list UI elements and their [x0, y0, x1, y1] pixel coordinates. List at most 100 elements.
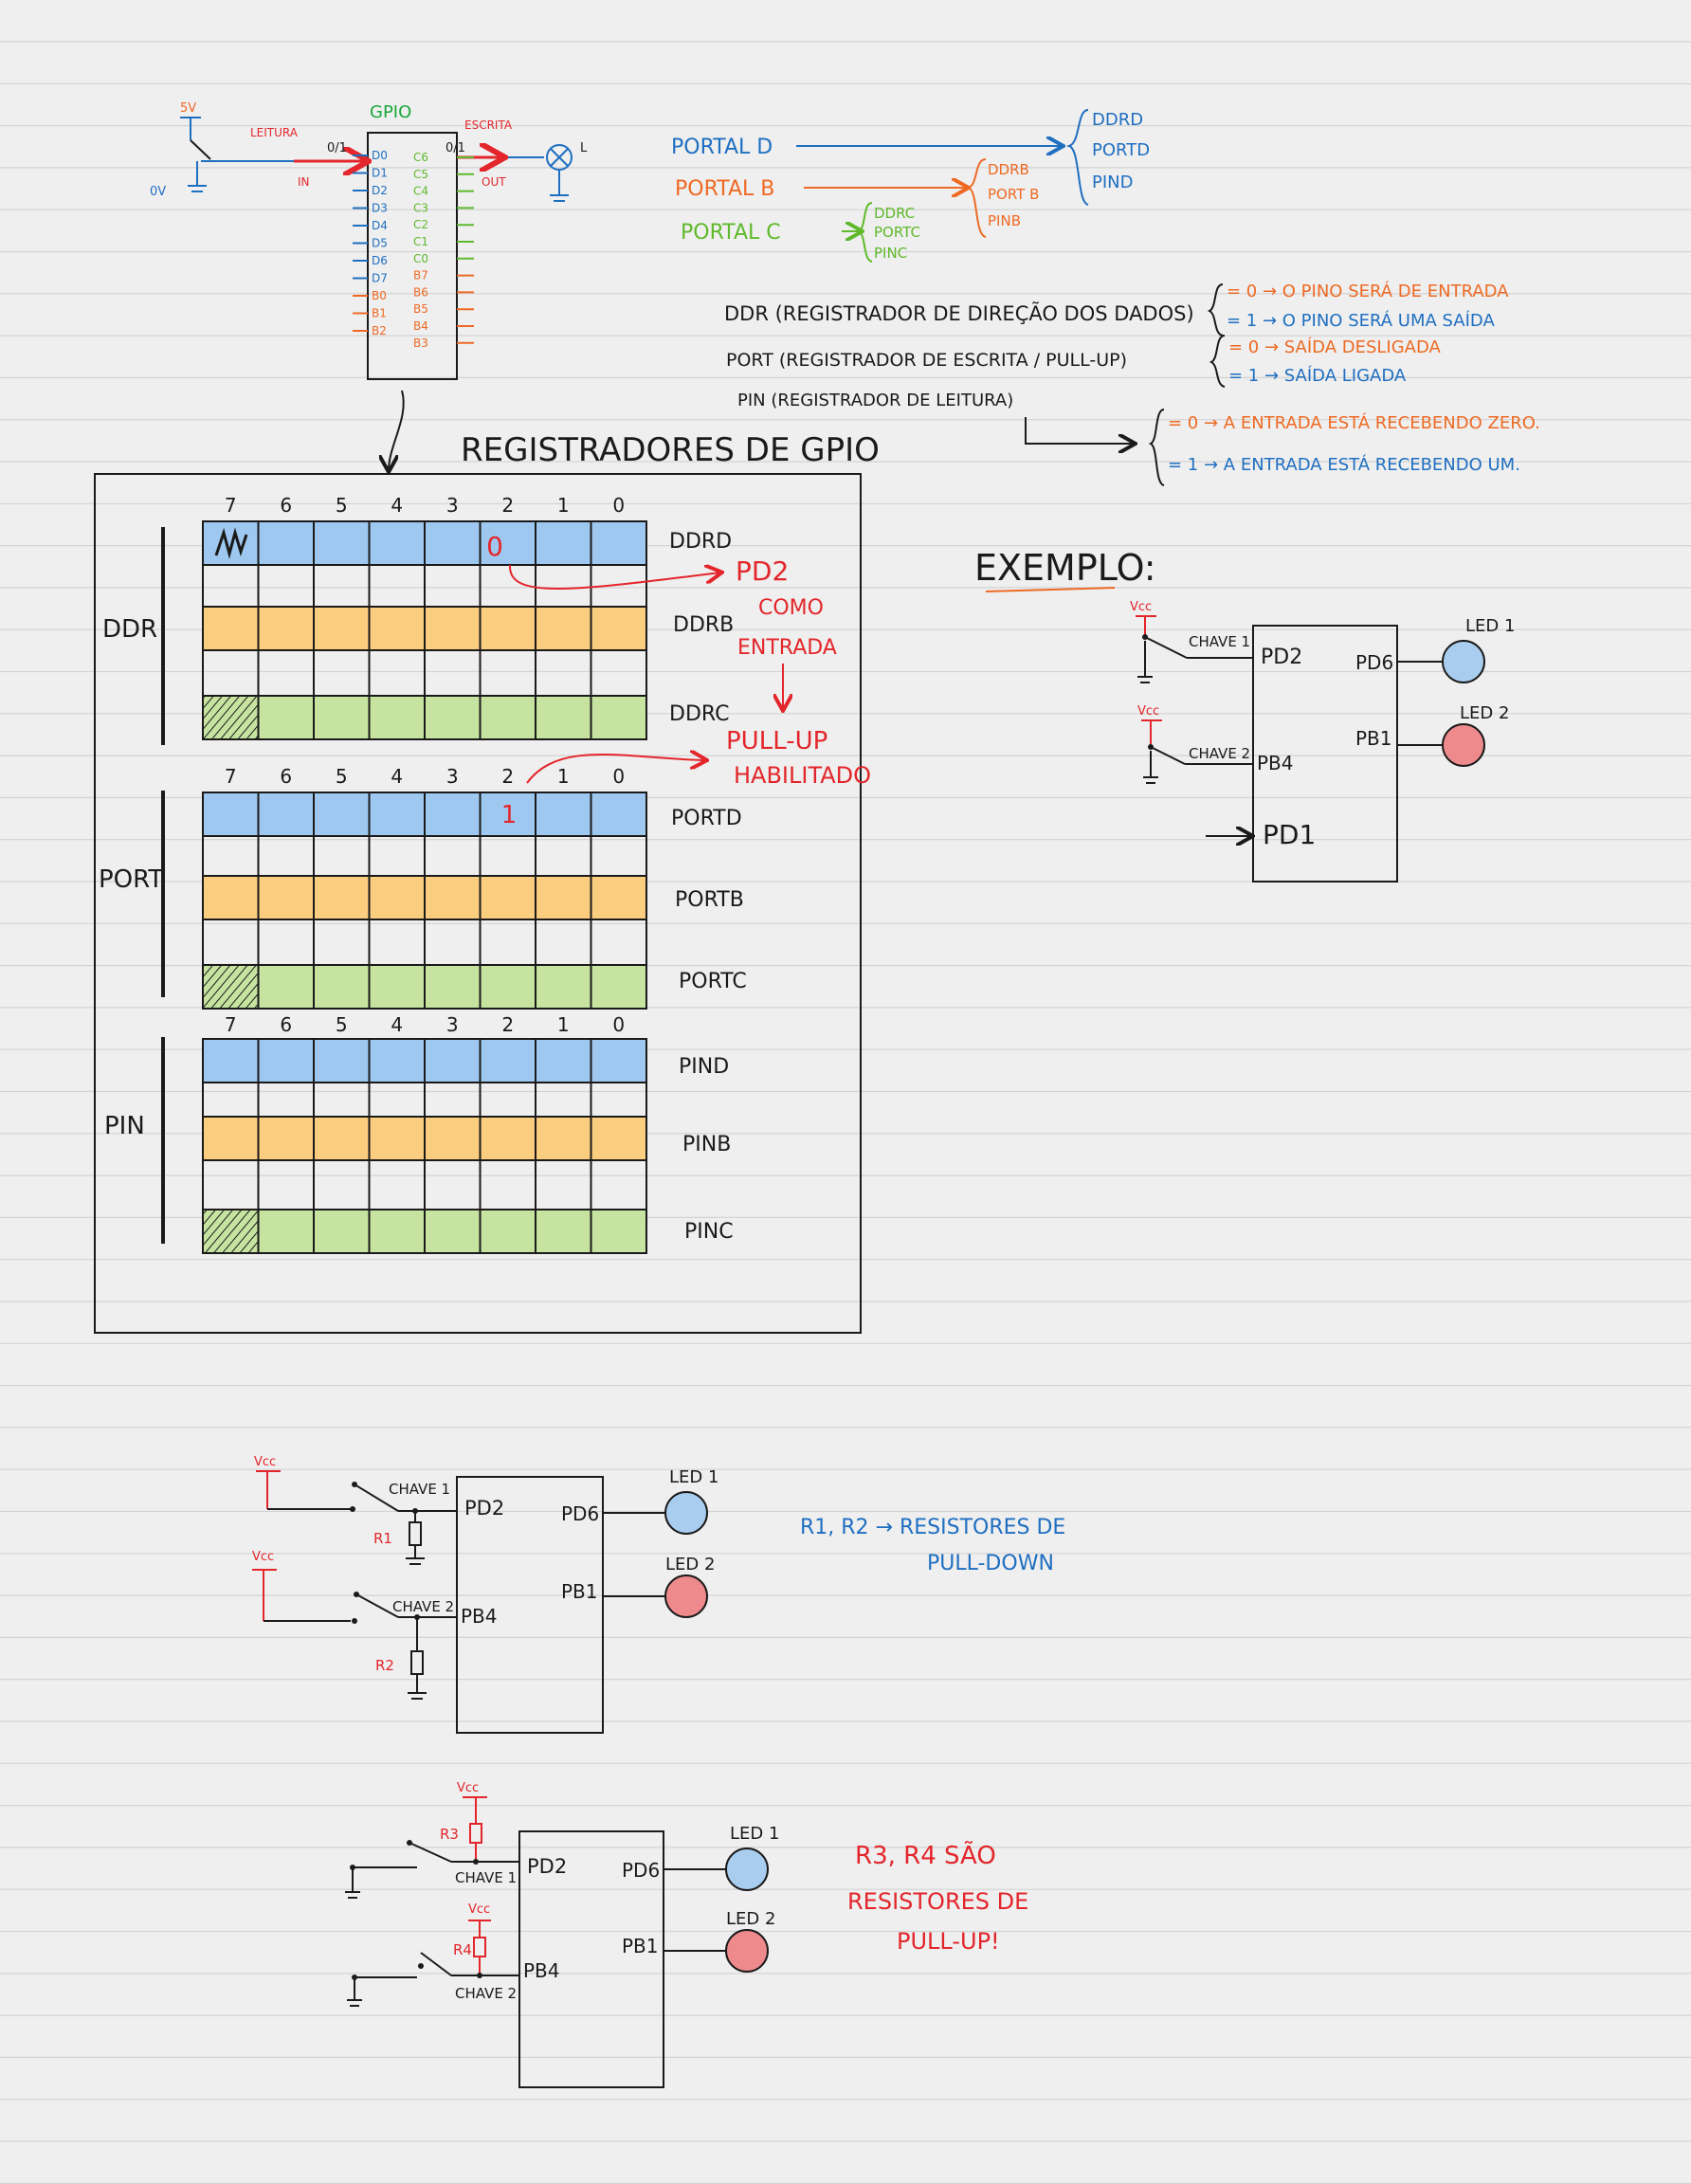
portal-c-reg-2: PINC: [874, 245, 907, 262]
unused-bit-scribble: [214, 527, 248, 559]
gpio-left-pin: B2: [372, 324, 387, 337]
pullup-led2-icon: [725, 1929, 769, 1973]
supply-5v-label: 5V: [180, 101, 196, 116]
registers-title: REGISTRADORES DE GPIO: [461, 431, 880, 469]
pullup-led1-label: LED 1: [730, 1824, 779, 1844]
portal-b-reg-2: PINB: [988, 212, 1021, 229]
gpio-left-pin: D4: [372, 219, 388, 232]
example-pd2: PD2: [1261, 646, 1302, 669]
gpio-right-pin: B3: [413, 337, 428, 350]
read-value: 0/1: [327, 141, 347, 155]
bit-index-label: 2: [501, 1013, 514, 1036]
def-pin-1: = 1 → A ENTRADA ESTÁ RECEBENDO UM.: [1168, 454, 1520, 475]
pulldown-switch2: CHAVE 2: [392, 1598, 454, 1615]
pulldown-led2-label: LED 2: [665, 1555, 715, 1574]
register-definitions: DDR (REGISTRADOR DE DIREÇÃO DOS DADOS) P…: [724, 281, 1540, 486]
note-entrada: ENTRADA: [737, 636, 837, 660]
pulldown-vcc-2: Vcc: [252, 1550, 274, 1564]
group-port-label: PORT: [99, 865, 163, 894]
pullup-led2-label: LED 2: [726, 1909, 775, 1929]
pulldown-vcc-1: Vcc: [254, 1455, 276, 1469]
gpio-right-pin: C0: [413, 252, 428, 265]
bit-index-label: 0: [612, 765, 625, 788]
ddrd-bit2-value: 0: [486, 531, 503, 562]
reg-ddrb-label: DDRB: [673, 613, 734, 637]
def-ddr-1: = 1 → O PINO SERÁ UMA SAÍDA: [1227, 310, 1495, 331]
write-label: ESCRITA: [464, 118, 513, 132]
pulldown-r1: R1: [373, 1530, 392, 1547]
example-mcu: [1252, 625, 1398, 883]
bit-index-label: 4: [391, 494, 403, 517]
reg-pinc-label: PINC: [684, 1220, 734, 1244]
bit-index-label: 1: [557, 765, 570, 788]
bit-index-label: 0: [612, 494, 625, 517]
pullup-note-1: R3, R4 SÃO: [855, 1840, 996, 1870]
pulldown-note-2: PULL-DOWN: [927, 1552, 1054, 1575]
def-port: PORT (REGISTRADOR DE ESCRITA / PULL-UP): [726, 350, 1127, 371]
bit-index-label: 2: [501, 765, 514, 788]
gpio-diagram: GPIO 5V 0V LEITURA 0/1 IN ESCRITA 0/1 OU…: [150, 101, 588, 470]
bit-index-label: 4: [391, 765, 403, 788]
unused-bit-hatch: [202, 695, 260, 740]
unused-bit-hatch: [202, 1209, 260, 1254]
bit-index-label: 2: [501, 494, 514, 517]
example-pb1: PB1: [1355, 727, 1392, 750]
in-label: IN: [298, 175, 310, 189]
registers-frame: [94, 473, 862, 1334]
pulldown-pd6: PD6: [561, 1502, 599, 1525]
def-port-0: = 0 → SAÍDA DESLIGADA: [1228, 337, 1442, 357]
portal-c-reg-0: DDRC: [874, 205, 915, 222]
portal-b-label: PORTAL B: [675, 177, 774, 201]
def-port-1: = 1 → SAÍDA LIGADA: [1228, 365, 1407, 386]
gpio-right-pin: B7: [413, 269, 428, 282]
pullup-led1-icon: [725, 1847, 769, 1891]
gpio-left-pin: D6: [372, 254, 388, 267]
bit-index-label: 3: [446, 494, 459, 517]
resistor-r1: [409, 1521, 422, 1546]
reg-pinb-label: PINB: [682, 1133, 731, 1156]
bit-index-label: 7: [225, 1013, 237, 1036]
gpio-left-pin: B0: [372, 289, 387, 302]
portal-d-label: PORTAL D: [671, 136, 773, 159]
pullup-vcc-1: Vcc: [457, 1781, 479, 1795]
unused-bit-hatch: [202, 964, 260, 1010]
pullup-mcu: [518, 1830, 664, 2088]
gpio-left-pin: D7: [372, 272, 388, 285]
reg-ddrd-label: DDRD: [669, 530, 732, 554]
write-value: 0/1: [445, 141, 465, 155]
example-led2-icon: [1442, 723, 1485, 767]
group-ddr-label: DDR: [102, 615, 157, 644]
gpio-right-pin: B4: [413, 319, 428, 333]
reg-pind-label: PIND: [679, 1055, 729, 1079]
bit-index-label: 4: [391, 1013, 403, 1036]
example-title: EXEMPLO:: [974, 547, 1156, 589]
note-habilitado: HABILITADO: [734, 762, 871, 789]
gpio-left-pin: D3: [372, 202, 388, 215]
example-switch1: CHAVE 1: [1189, 633, 1250, 650]
example-vcc-2: Vcc: [1137, 704, 1159, 719]
portal-c-reg-1: PORTC: [874, 224, 920, 241]
gpio-right-pin: B6: [413, 285, 428, 299]
gpio-right-pin: C1: [413, 235, 428, 248]
def-pin: PIN (REGISTRADOR DE LEITURA): [737, 391, 1013, 410]
pulldown-circuit: Vcc CHAVE 1 R1 PD2 Vcc CHAVE 2 R2 PB4: [252, 1455, 1065, 1734]
bit-index-label: 6: [280, 1013, 292, 1036]
bit-index-label: 5: [336, 1013, 348, 1036]
pullup-pd6: PD6: [622, 1859, 660, 1882]
portal-b-reg-1: PORT B: [988, 186, 1039, 203]
gpio-left-pin: B1: [372, 307, 387, 320]
example-circuit: EXEMPLO: Vcc CHAVE 1 PD2 Vcc CHAVE 2 PB4…: [974, 547, 1515, 883]
example-led1-label: LED 1: [1465, 616, 1515, 636]
reg-portd-label: PORTD: [671, 807, 742, 830]
example-pd1: PD1: [1263, 819, 1316, 850]
bit-index-label: 1: [557, 1013, 570, 1036]
pullup-note-3: PULL-UP!: [897, 1928, 1000, 1955]
gpio-left-pin: D1: [372, 167, 388, 180]
bit-index-label: 5: [336, 765, 348, 788]
pullup-vcc-2: Vcc: [468, 1902, 490, 1917]
